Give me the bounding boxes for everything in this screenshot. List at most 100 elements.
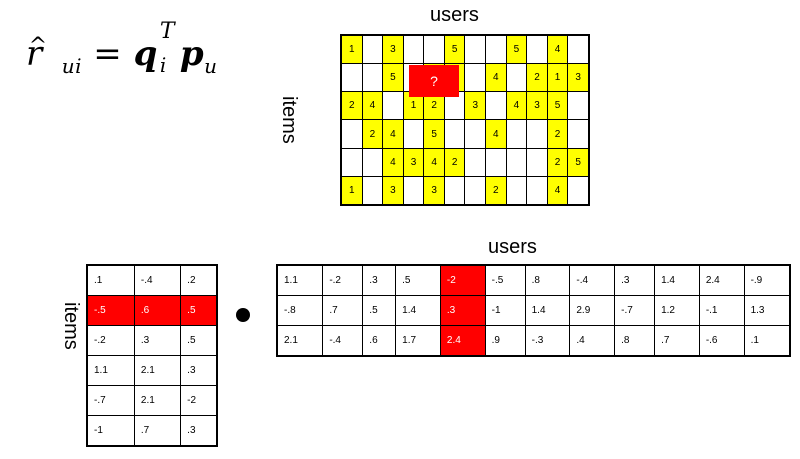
rating-cell: 3 (382, 34, 404, 65)
ratings-row: 544213 (340, 63, 590, 93)
item-factor-cell: .2 (180, 264, 218, 296)
rating-cell (485, 34, 507, 65)
rating-cell (361, 34, 384, 65)
rating-cell (526, 175, 548, 206)
p-symbol: p (179, 34, 205, 74)
items-label-bottom: items (60, 302, 82, 350)
rating-cell (567, 91, 590, 121)
rating-cell (340, 119, 363, 149)
rating-cell: 3 (382, 175, 404, 206)
rating-cell: 1 (402, 91, 425, 121)
item-factor-cell: -.7 (86, 385, 135, 416)
rating-cell (567, 119, 590, 149)
rating-cell: 1 (340, 175, 363, 206)
rating-cell: 2 (546, 119, 569, 149)
rating-cell: 4 (382, 119, 404, 149)
hat-symbol: ^ (28, 34, 48, 59)
item-factor-cell: .1 (86, 264, 135, 296)
item-factor-cell: .3 (180, 415, 218, 447)
rating-cell (485, 91, 507, 121)
rating-cell: 2 (340, 91, 363, 121)
rating-cell: 2 (443, 147, 466, 177)
user-factor-cell: -2 (439, 264, 486, 296)
rating-cell (382, 91, 404, 121)
rating-cell (464, 63, 487, 93)
user-factor-cell: -.3 (524, 325, 571, 357)
item-factor-cell: .6 (133, 295, 182, 326)
items-label-top: items (278, 96, 300, 144)
rating-cell (505, 119, 528, 149)
rating-cell (526, 34, 548, 65)
user-factor-cell: -.2 (322, 264, 364, 296)
users-label-top: users (430, 4, 479, 26)
rating-cell (567, 34, 590, 65)
item-factor-cell: 1.1 (86, 355, 135, 386)
user-factor-cell: .7 (322, 295, 364, 326)
item-factor-cell: -.5 (86, 295, 135, 326)
user-factor-cell: .6 (362, 325, 397, 357)
item-factor-row: -.5.6.5 (86, 295, 218, 326)
user-factor-cell: .5 (362, 295, 397, 326)
item-factor-cell: 2.1 (133, 355, 182, 386)
user-factor-cell: .8 (524, 264, 571, 296)
rating-cell: 5 (423, 119, 445, 149)
user-factor-cell: -.1 (698, 295, 745, 326)
rating-cell: 2 (485, 175, 507, 206)
rating-cell: 4 (485, 63, 507, 93)
item-factor-row: -.2.3.5 (86, 325, 218, 356)
rating-cell: 5 (567, 147, 590, 177)
rating-cell (505, 175, 528, 206)
user-factor-cell: .9 (484, 325, 526, 357)
rating-cell: 4 (546, 34, 569, 65)
transpose-superscript: T (159, 19, 176, 44)
rating-cell (526, 147, 548, 177)
item-factor-cell: .7 (133, 415, 182, 447)
rating-cell (361, 63, 384, 93)
rating-cell: 3 (402, 147, 425, 177)
rating-cell: 3 (464, 91, 487, 121)
ratings-matrix: 13554544213241234352454243422513324 (340, 34, 590, 206)
missing-rating-highlight: ? (409, 65, 459, 97)
i-subscript: i (159, 53, 167, 77)
rating-cell: 1 (546, 63, 569, 93)
rating-cell (423, 34, 445, 65)
user-factor-cell: 1.3 (743, 295, 791, 326)
rating-cell: 5 (505, 34, 528, 65)
user-factor-cell: 1.4 (524, 295, 571, 326)
item-factor-cell: -.2 (86, 325, 135, 356)
rating-cell (505, 147, 528, 177)
rating-cell: 2 (361, 119, 384, 149)
rating-cell (361, 175, 384, 206)
user-factor-cell: 1.2 (654, 295, 700, 326)
q-symbol: q (133, 34, 158, 74)
item-factor-cell: 2.1 (133, 385, 182, 416)
r-subscript: ui (61, 54, 82, 78)
rating-cell (526, 119, 548, 149)
item-factor-cell: -2 (180, 385, 218, 416)
user-factor-cell: .5 (395, 264, 441, 296)
rating-cell (464, 175, 487, 206)
r-symbol: r (26, 34, 43, 74)
rating-cell (340, 147, 363, 177)
user-factor-cell: -.4 (569, 264, 616, 296)
users-label-bottom: users (488, 236, 537, 258)
rating-cell: 2 (546, 147, 569, 177)
rating-cell: 4 (485, 119, 507, 149)
rating-cell: 3 (526, 91, 548, 121)
rating-cell (340, 63, 363, 93)
user-factor-cell: 2.4 (439, 325, 486, 357)
rating-cell: 5 (443, 34, 466, 65)
user-factor-cell: -.9 (743, 264, 791, 296)
user-factor-cell: -.8 (276, 295, 324, 326)
item-factor-cell: -1 (86, 415, 135, 447)
